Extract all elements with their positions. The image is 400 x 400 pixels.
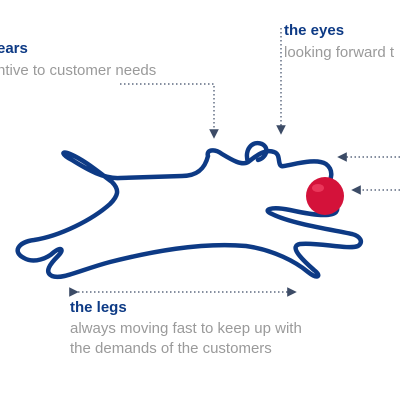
- ears-pointer: [120, 83, 219, 139]
- ears-label-description: ntive to customer needs: [0, 62, 157, 79]
- legs-label-description-line2: the demands of the customers: [70, 340, 272, 357]
- dog-nose: [306, 177, 344, 215]
- eyes-label-description: looking forward t: [284, 44, 395, 61]
- dog-outline: [15, 148, 364, 280]
- eyes-label-title: the eyes: [284, 22, 345, 39]
- ears-label-title: ears: [0, 40, 28, 57]
- dog-ear: [244, 140, 269, 165]
- nose-highlight: [312, 184, 324, 192]
- legs-label-title: the legs: [70, 299, 127, 316]
- legs-label-description-line1: always moving fast to keep up with: [70, 320, 302, 337]
